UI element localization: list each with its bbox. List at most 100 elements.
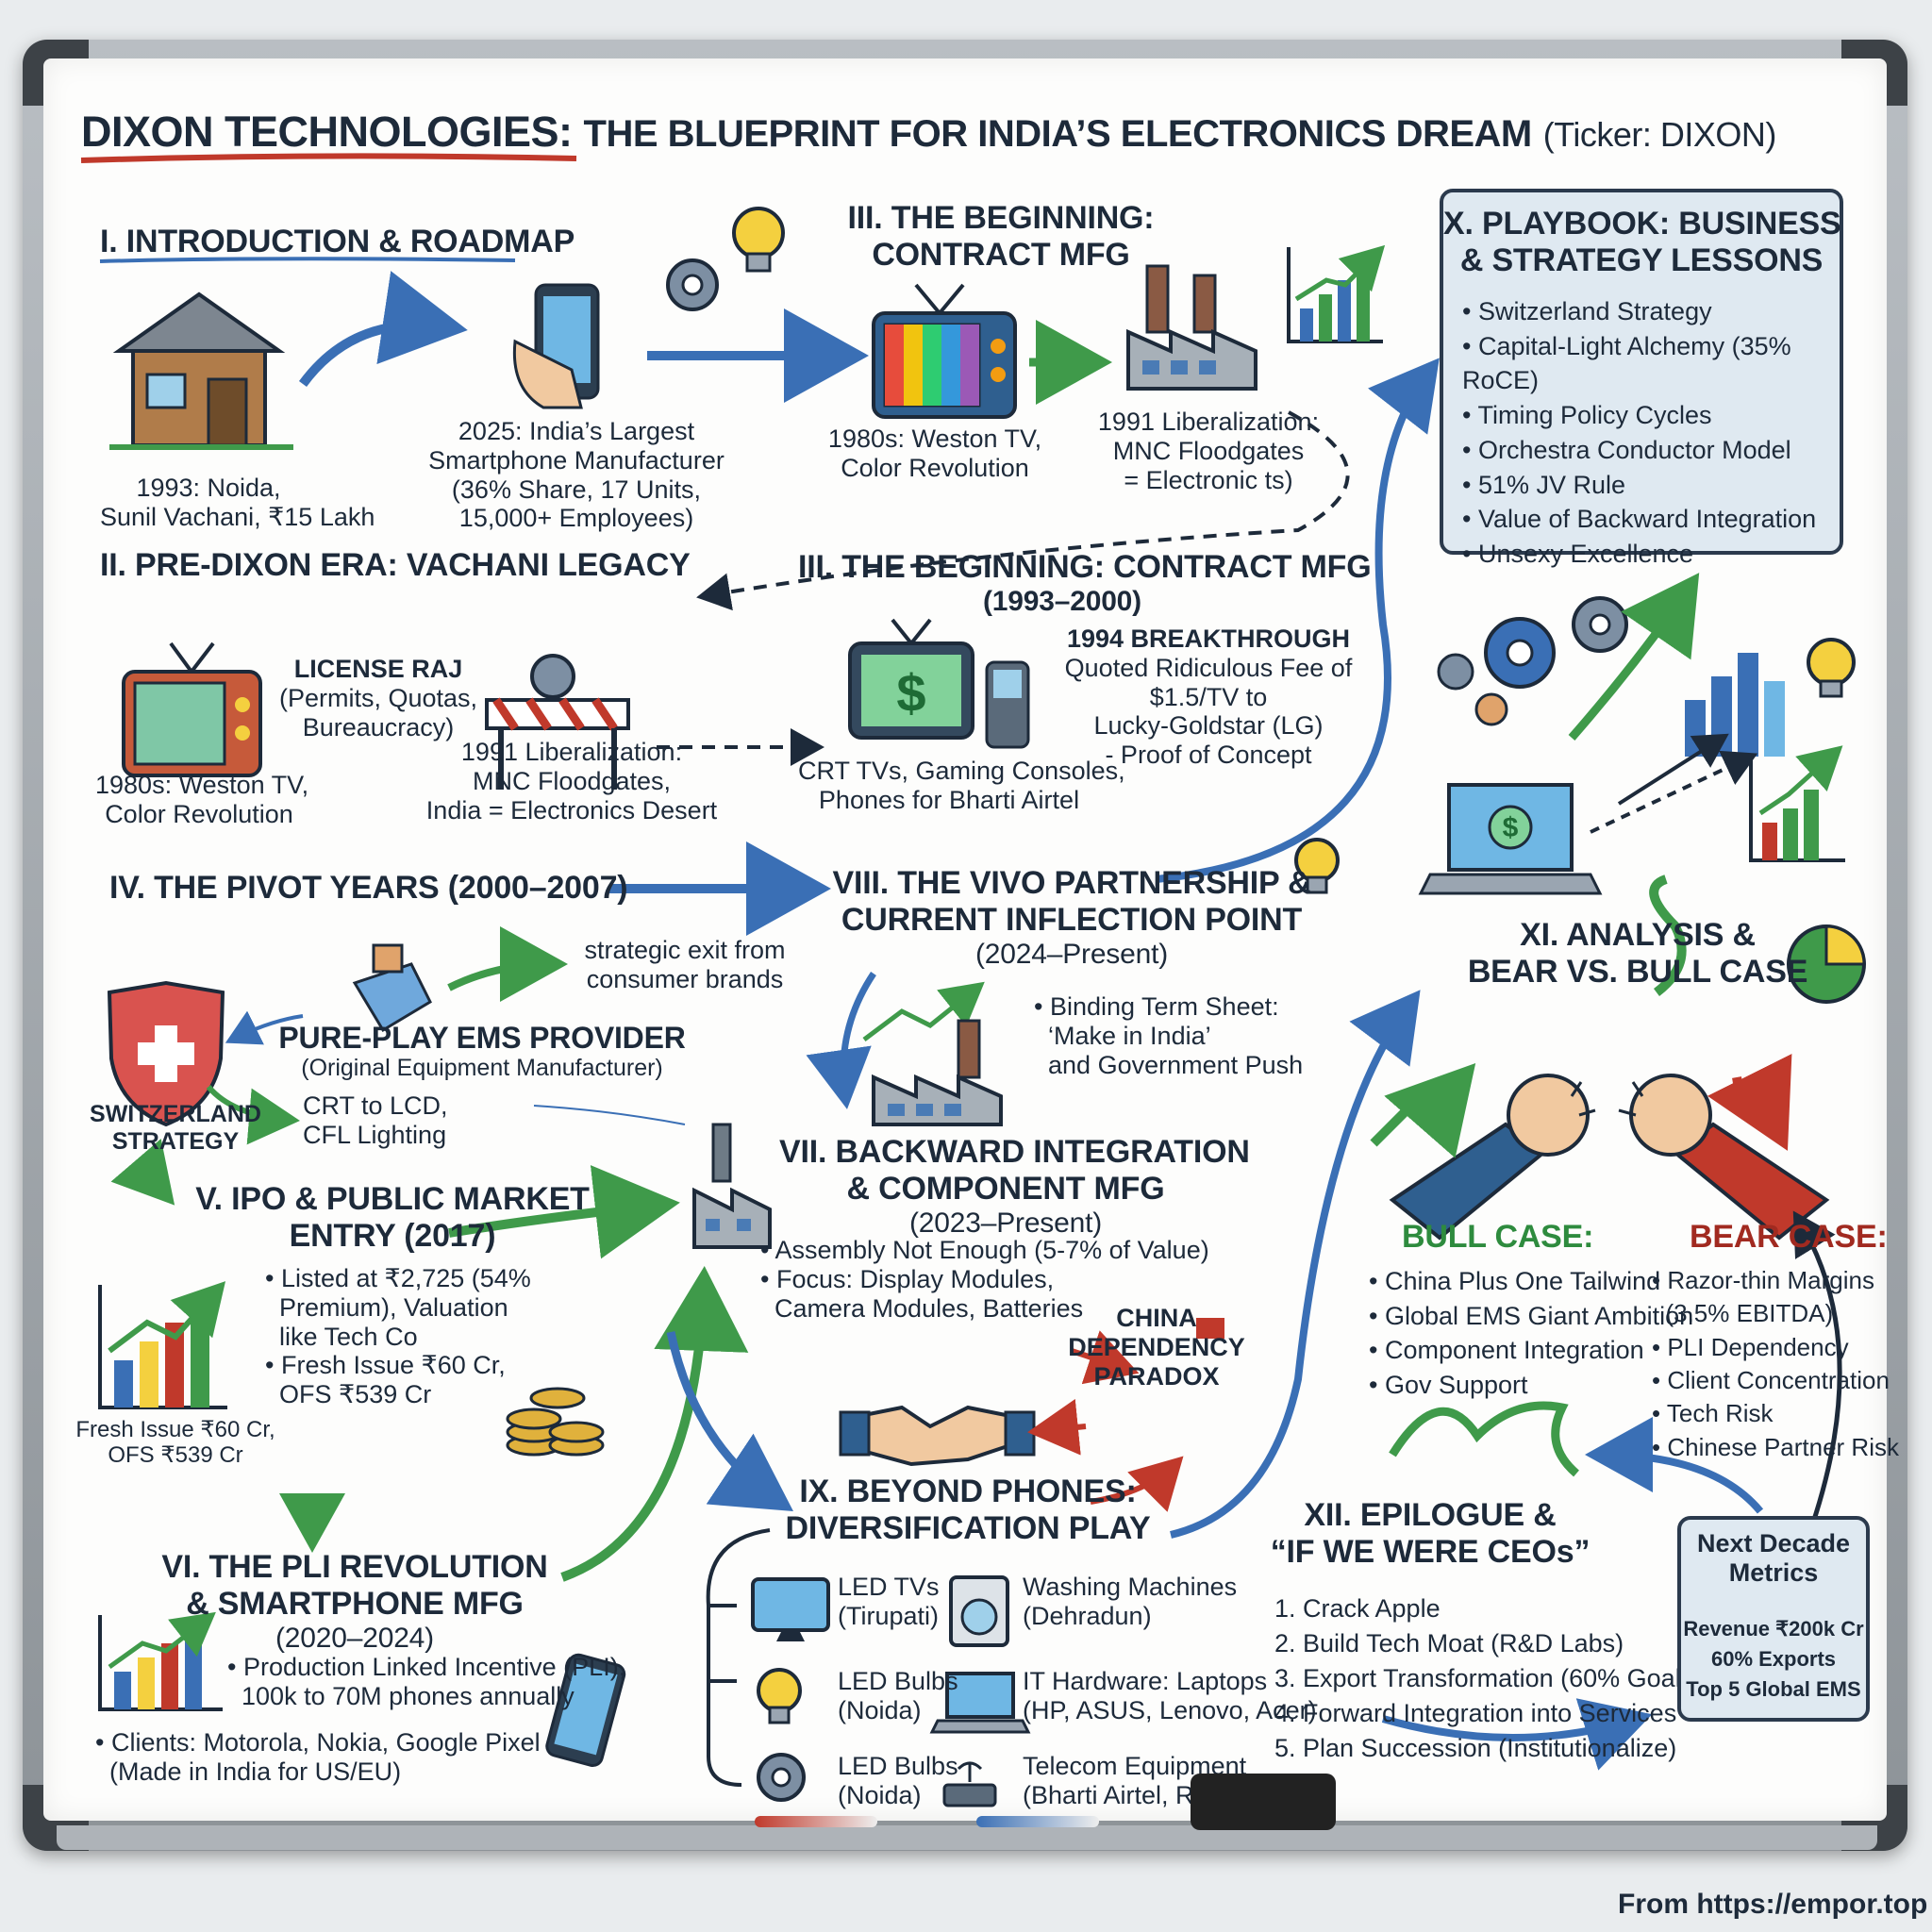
factory-icon	[1126, 264, 1257, 391]
gear-icon	[666, 258, 719, 311]
growth-chart-icon	[98, 1611, 223, 1711]
list-item: 3. Export Transformation (60% Goal)	[1274, 1663, 1690, 1692]
list-item: 2. Build Tech Moat (R&D Labs)	[1274, 1628, 1624, 1657]
s3a-factory-caption: 1991 Liberalization:MNC Floodgates= Elec…	[1097, 408, 1320, 494]
s3a-heading: III. THE BEGINNING:CONTRACT MFG	[847, 200, 1155, 273]
s3a-tv-caption: 1980s: Weston TV,Color Revolution	[827, 425, 1042, 482]
s10-heading: X. PLAYBOOK: BUSINESS& STRATEGY LESSONS	[1443, 206, 1841, 278]
cash-scribble	[1649, 874, 1687, 996]
s3b-heading: III. THE BEGINNING: CONTRACT MFG(1993–20…	[798, 549, 1372, 617]
lightbulb-icon	[1294, 838, 1340, 894]
dashed-arrow	[1590, 750, 1758, 834]
smartphone-hand-icon	[512, 283, 600, 409]
list-item: Gov Support	[1369, 1368, 1693, 1403]
list-item: Component Integration	[1369, 1333, 1693, 1368]
whiteboard: $	[43, 58, 1899, 1821]
red-marker[interactable]	[755, 1816, 877, 1827]
retro-tv-icon	[872, 283, 1017, 419]
s12-heading: XII. EPILOGUE &“IF WE WERE CEOs”	[1270, 1497, 1591, 1570]
laptop-dollar-icon: $	[1418, 783, 1603, 895]
bear-case-title: BEAR CASE:	[1690, 1219, 1888, 1255]
list-item: 51% JV Rule	[1462, 468, 1840, 503]
s2-tv-caption: 1980s: Weston TV,Color Revolution	[95, 771, 309, 828]
green-sprig	[1389, 1401, 1580, 1477]
product-led-tvs: LED TVs(Tirupati)	[838, 1573, 940, 1630]
gear-icon	[757, 1753, 806, 1802]
bracket-line	[706, 1528, 771, 1787]
bear-case-list: • Razor-thin Margins (3.5% EBITDA)• PLI …	[1652, 1266, 1899, 1461]
list-item: Timing Policy Cycles	[1462, 398, 1840, 433]
svg-text:$: $	[896, 663, 925, 723]
s7-heading: VII. BACKWARD INTEGRATION& COMPONENT MFG…	[779, 1134, 1250, 1239]
lightbulb-icon	[732, 207, 785, 273]
gear-icon	[1572, 596, 1628, 653]
arrow	[666, 1331, 793, 1511]
arrow	[225, 1010, 304, 1045]
marker-tray	[57, 1825, 1877, 1850]
thin-line	[533, 1105, 686, 1125]
smartphone-icon	[545, 1653, 626, 1768]
bull-case-title: BULL CASE:	[1402, 1219, 1594, 1255]
s8-heading: VIII. THE VIVO PARTNERSHIP &CURRENT INFL…	[832, 865, 1311, 970]
money-bag-icon	[1787, 924, 1866, 1004]
title-underline	[80, 153, 577, 163]
dashed-arrow	[696, 410, 1350, 611]
lightbulb-icon	[757, 1668, 802, 1724]
house-icon	[109, 291, 293, 450]
lightbulb-icon	[1807, 638, 1856, 698]
crt-to-lcd: CRT to LCD,CFL Lighting	[303, 1091, 448, 1149]
laptop-icon	[929, 1672, 1031, 1734]
eraser[interactable]	[1191, 1774, 1336, 1830]
bracket-line	[708, 1604, 737, 1683]
growth-chart-icon	[1287, 244, 1386, 343]
list-item: China Plus One Tailwind	[1369, 1264, 1693, 1299]
bear-arrow	[1707, 1054, 1792, 1151]
list-item: 5. Plan Succession (Institutionalize)	[1274, 1733, 1677, 1762]
blue-marker[interactable]	[976, 1816, 1099, 1827]
list-item: Orchestra Conductor Model	[1462, 433, 1840, 468]
s3b-caption: CRT TVs, Gaming Consoles,Phones for Bhar…	[798, 757, 1125, 814]
s2-heading: II. PRE-DIXON ERA: VACHANI LEGACY	[100, 547, 691, 583]
s1-heading: I. INTRODUCTION & ROADMAP	[100, 224, 575, 259]
arrow	[110, 1139, 175, 1206]
list-item: 1. Crack Apple	[1274, 1594, 1441, 1623]
arrow	[1027, 1398, 1087, 1456]
title-prefix: DIXON TECHNOLOGIES:	[81, 108, 573, 156]
arrow	[560, 1266, 749, 1582]
crt-tv-dollar-icon: $	[848, 618, 974, 740]
feature-phone-icon	[985, 660, 1030, 749]
product-it-hardware: IT Hardware: Laptops(HP, ASUS, Lenovo, A…	[1023, 1667, 1317, 1724]
arrow	[1090, 1456, 1184, 1512]
arrow	[298, 271, 468, 387]
retro-tv-icon	[122, 641, 262, 777]
tv-icon	[751, 1577, 830, 1641]
source-link[interactable]: From https://empor.top	[1618, 1889, 1928, 1920]
playbook-box: X. PLAYBOOK: BUSINESS& STRATEGY LESSONS …	[1440, 189, 1843, 568]
arrow	[1617, 733, 1729, 806]
handshake-icon	[839, 1405, 1036, 1467]
sketch-layer: $	[80, 153, 1866, 1807]
arrow	[448, 1165, 680, 1259]
vivo-details: • Binding Term Sheet: ‘Make in India’ an…	[1034, 992, 1304, 1079]
gear-icon	[1484, 617, 1556, 689]
liberalization-caption: 1991 Liberalization:MNC Floodgates,India…	[425, 738, 718, 824]
ceo-list: 1. Crack Apple 2. Build Tech Moat (R&D La…	[1274, 1591, 1690, 1766]
arrow	[806, 972, 876, 1109]
gear-icon	[1437, 653, 1474, 691]
playbook-list: Switzerland Strategy Capital-Light Alche…	[1462, 294, 1840, 572]
s4-heading: IV. THE PIVOT YEARS (2000–2007)	[109, 870, 628, 906]
product-led-bulbs-2: LED Bulbs(Noida)	[838, 1752, 958, 1809]
s1-underline	[99, 257, 516, 263]
growth-chart-icon	[1685, 653, 1785, 757]
bull-case-list: China Plus One Tailwind Global EMS Giant…	[1369, 1264, 1693, 1403]
list-item: Capital-Light Alchemy (35% RoCE)	[1462, 329, 1840, 398]
list-item: Value of Backward Integration	[1462, 502, 1840, 537]
arrow	[1156, 358, 1440, 883]
